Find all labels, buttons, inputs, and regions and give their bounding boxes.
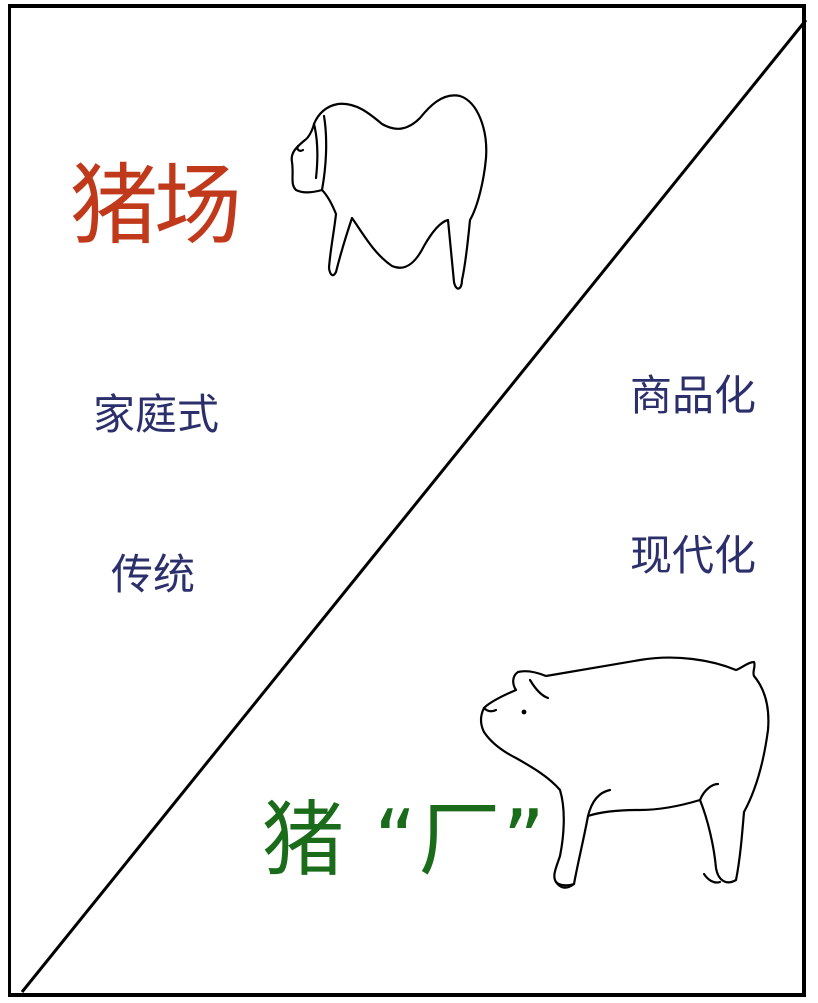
label-modernized: 现代化: [630, 531, 757, 580]
label-family-style: 家庭式: [93, 390, 220, 439]
title-pig-factory: 猪 “厂”: [262, 793, 548, 888]
label-commercialized: 商品化: [630, 371, 757, 420]
slide-border: [8, 4, 806, 997]
label-traditional: 传统: [111, 550, 196, 599]
title-pig-farm: 猪场: [70, 154, 242, 257]
